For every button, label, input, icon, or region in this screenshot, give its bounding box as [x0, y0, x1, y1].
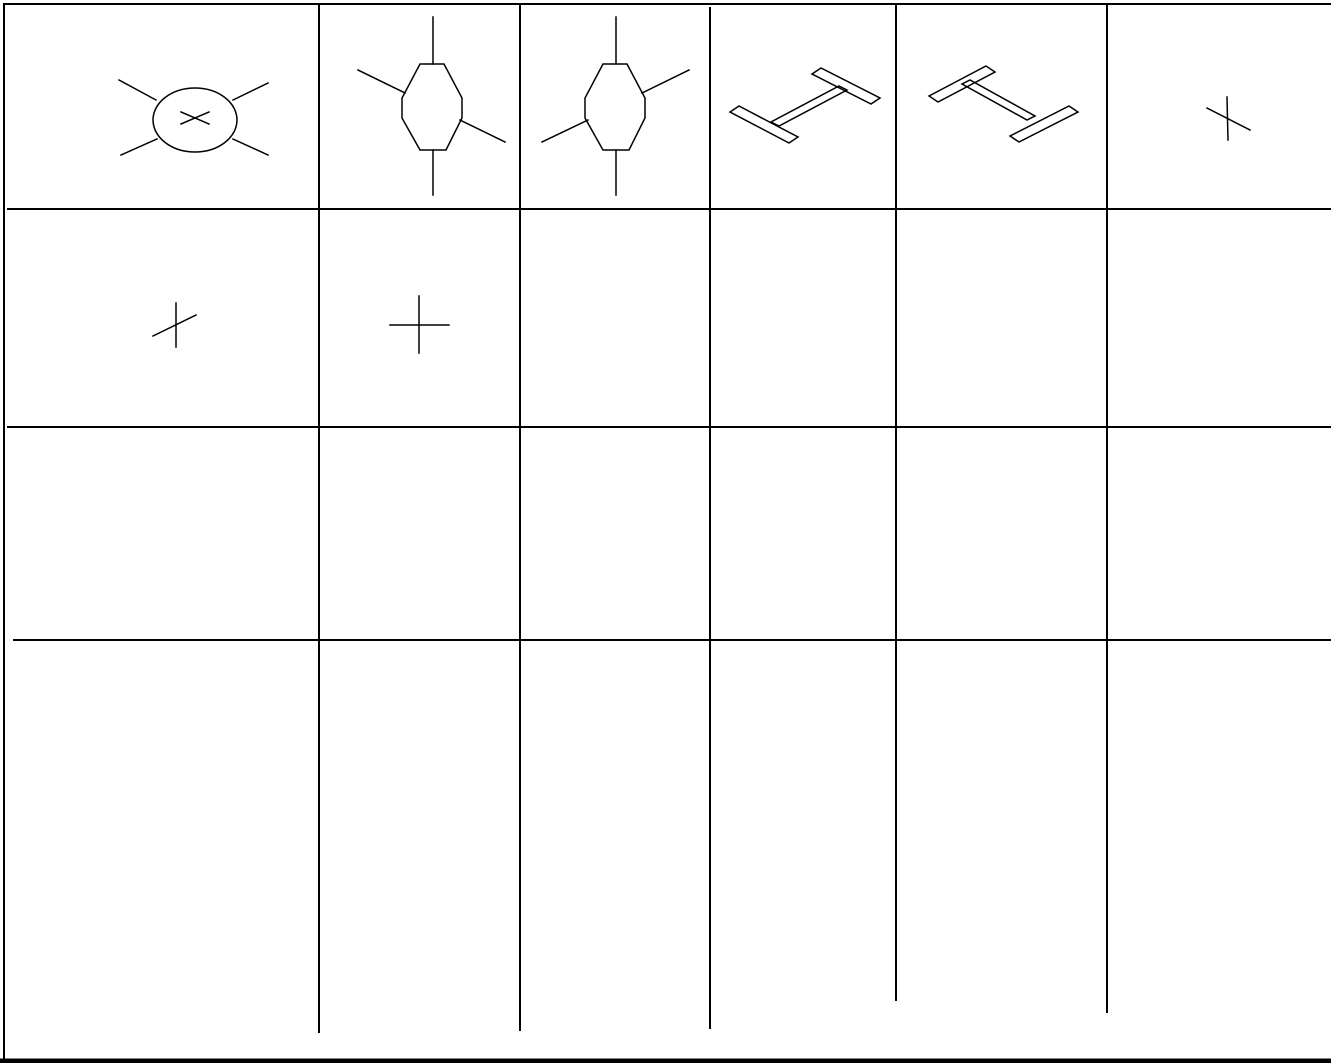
small-tilted-cross-symbol-2 — [151, 302, 198, 348]
small-tilted-cross-symbol — [1205, 96, 1252, 141]
oval-x-spokes-symbol — [117, 78, 270, 156]
i-beam-mirrored-symbol — [927, 65, 1080, 143]
oval-spokes-symbol — [356, 16, 507, 196]
plus-cross-symbol — [389, 295, 450, 354]
grid-lines — [0, 3, 1331, 1063]
i-beam-symbol — [728, 67, 882, 144]
oval-spokes-mirrored-symbol — [540, 16, 691, 196]
